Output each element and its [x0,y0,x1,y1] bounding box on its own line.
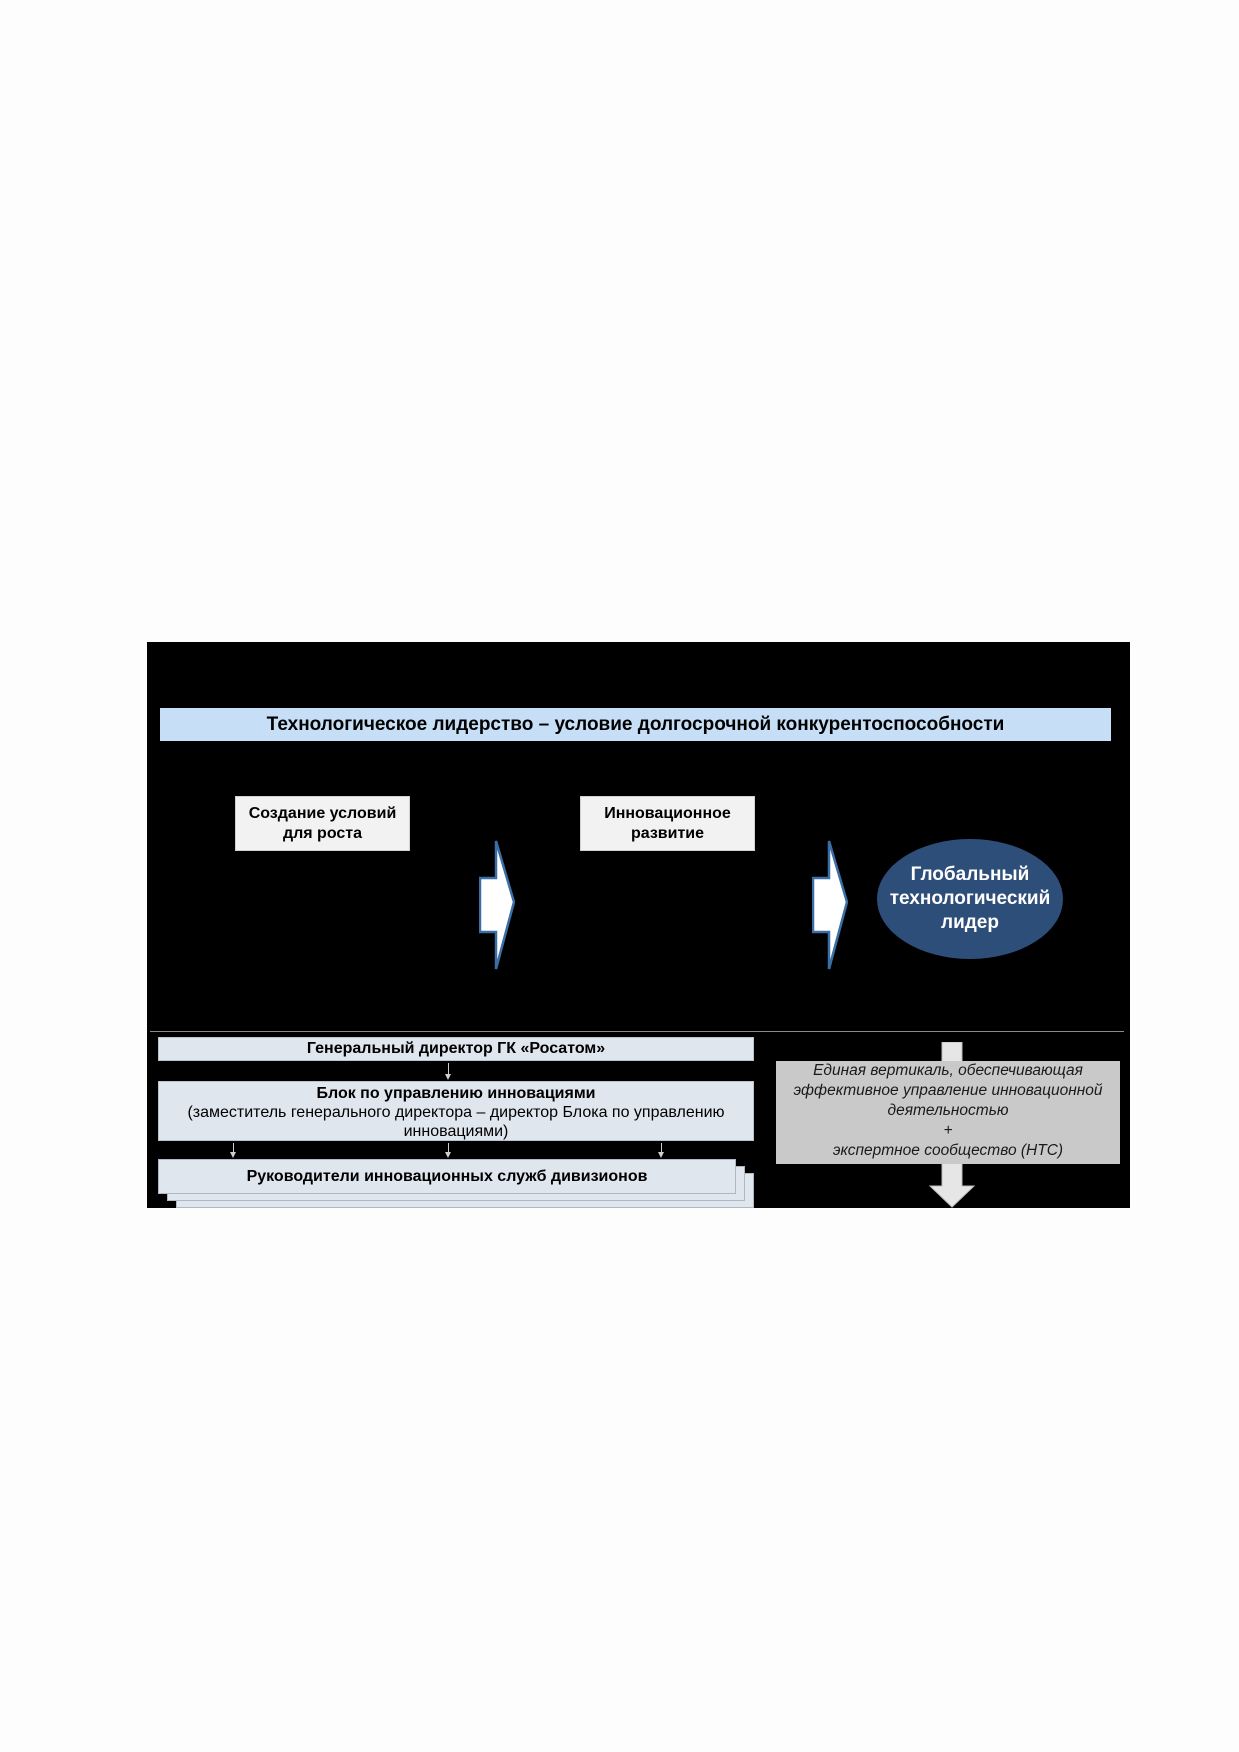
stage-growth-conditions: Создание условий для роста [235,796,410,851]
goal-global-leader: Глобальный технологический лидер [877,839,1063,959]
org-innovation-block-note: (заместитель генерального директора – ди… [187,1104,725,1140]
org-divisions-box: Руководители инновационных служб дивизио… [158,1159,736,1194]
org-ceo-box: Генеральный директор ГК «Росатом» [158,1037,754,1061]
org-innovation-block-title: Блок по управлению инновациями [316,1085,596,1102]
stage-growth-conditions-label: Создание условий для роста [248,804,397,842]
section-divider [150,1031,1124,1032]
vertical-note-line1: Единая вертикаль, обеспечивающая эффекти… [793,1062,1103,1119]
vertical-note-line2: экспертное сообщество (НТС) [832,1142,1064,1159]
right-arrow-icon [479,840,515,970]
diagram-title: Технологическое лидерство – условие долг… [160,708,1111,741]
stage-innovation-development: Инновационное развитие [580,796,755,851]
org-innovation-block-box: Блок по управлению инновациями (заместит… [158,1081,754,1141]
vertical-note-plus: + [943,1122,953,1139]
down-connector-icon [445,1063,451,1080]
right-arrow-icon [812,840,848,970]
vertical-note-box: Единая вертикаль, обеспечивающая эффекти… [776,1061,1120,1164]
down-connector-icon [445,1143,451,1158]
stage-innovation-development-label: Инновационное развитие [604,804,731,842]
diagram-panel: Технологическое лидерство – условие долг… [147,642,1130,1208]
down-connector-icon [230,1143,236,1158]
down-connector-icon [658,1143,664,1158]
